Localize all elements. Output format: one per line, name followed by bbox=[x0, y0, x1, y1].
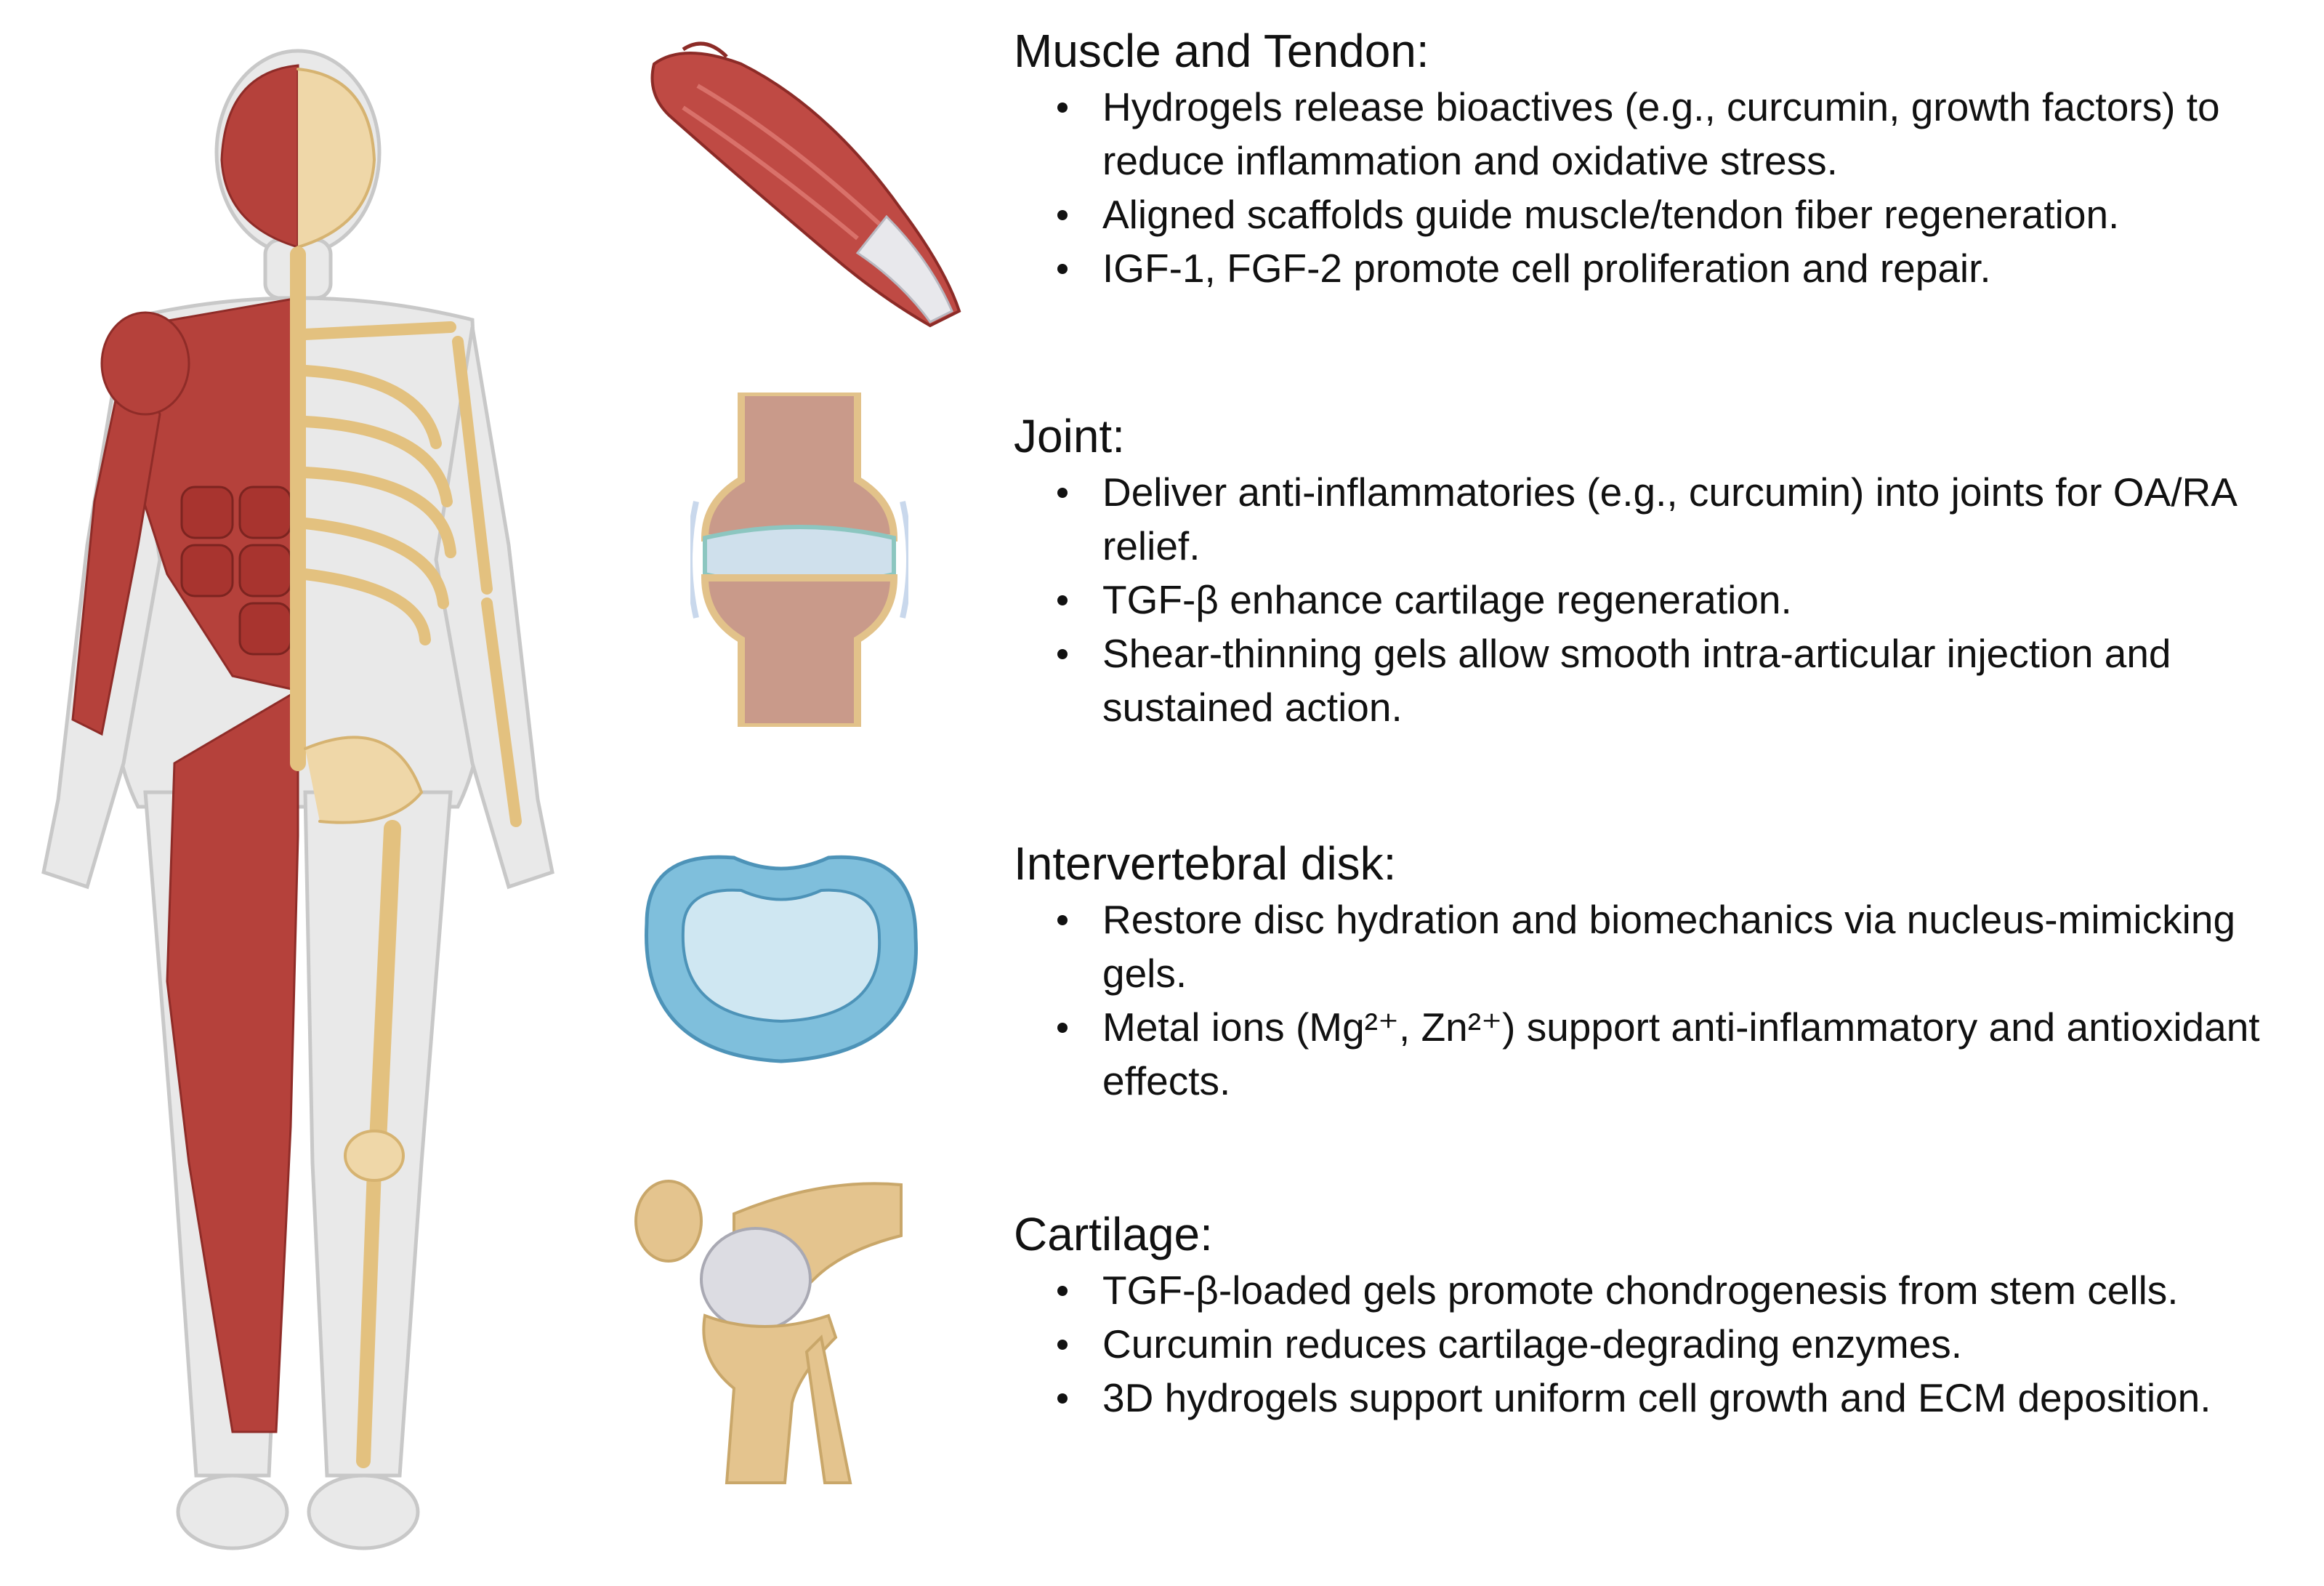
bullet-item: Hydrogels release bioactives (e.g., curc… bbox=[1057, 80, 2315, 188]
joint-icon bbox=[690, 393, 908, 727]
bullet-item: Restore disc hydration and biomechanics … bbox=[1057, 893, 2315, 1000]
section-intervertebral-disk: Intervertebral disk: Restore disc hydrat… bbox=[1014, 834, 2315, 1108]
bullet-list: Restore disc hydration and biomechanics … bbox=[1014, 893, 2315, 1108]
anatomy-svg bbox=[41, 49, 554, 1550]
section-muscle-tendon: Muscle and Tendon: Hydrogels release bio… bbox=[1014, 22, 2315, 295]
muscle-tendon-icon bbox=[639, 20, 981, 333]
bullet-item: Metal ions (Mg²⁺, Zn²⁺) support anti-inf… bbox=[1057, 1000, 2315, 1108]
bullet-item: Shear-thinning gels allow smooth intra-a… bbox=[1057, 627, 2315, 734]
bullet-item: 3D hydrogels support uniform cell growth… bbox=[1057, 1371, 2315, 1425]
bullet-item: Curcumin reduces cartilage-degrading enz… bbox=[1057, 1317, 2315, 1371]
bullet-item: TGF-β enhance cartilage regeneration. bbox=[1057, 573, 2315, 627]
bullet-item: Deliver anti-inflammatories (e.g., curcu… bbox=[1057, 465, 2315, 573]
bullet-list: Deliver anti-inflammatories (e.g., curcu… bbox=[1014, 465, 2315, 734]
section-cartilage: Cartilage: TGF-β-loaded gels promote cho… bbox=[1014, 1205, 2315, 1425]
section-title: Joint: bbox=[1014, 410, 1125, 462]
section-title: Cartilage: bbox=[1014, 1208, 1213, 1260]
knee-cartilage-icon bbox=[632, 1170, 908, 1490]
bullet-item: TGF-β-loaded gels promote chondrogenesis… bbox=[1057, 1263, 2315, 1317]
section-joint: Joint: Deliver anti-inflammatories (e.g.… bbox=[1014, 407, 2315, 734]
bullet-item: IGF-1, FGF-2 promote cell proliferation … bbox=[1057, 241, 2315, 295]
skeleton-half bbox=[290, 68, 522, 1468]
bullet-list: Hydrogels release bioactives (e.g., curc… bbox=[1014, 80, 2315, 295]
intervertebral-disk-icon bbox=[618, 836, 945, 1076]
section-title: Intervertebral disk: bbox=[1014, 837, 1397, 890]
bullet-item: Aligned scaffolds guide muscle/tendon fi… bbox=[1057, 188, 2315, 241]
human-anatomy-illustration bbox=[15, 36, 581, 1577]
bullet-list: TGF-β-loaded gels promote chondrogenesis… bbox=[1014, 1263, 2315, 1425]
section-title: Muscle and Tendon: bbox=[1014, 25, 1429, 77]
